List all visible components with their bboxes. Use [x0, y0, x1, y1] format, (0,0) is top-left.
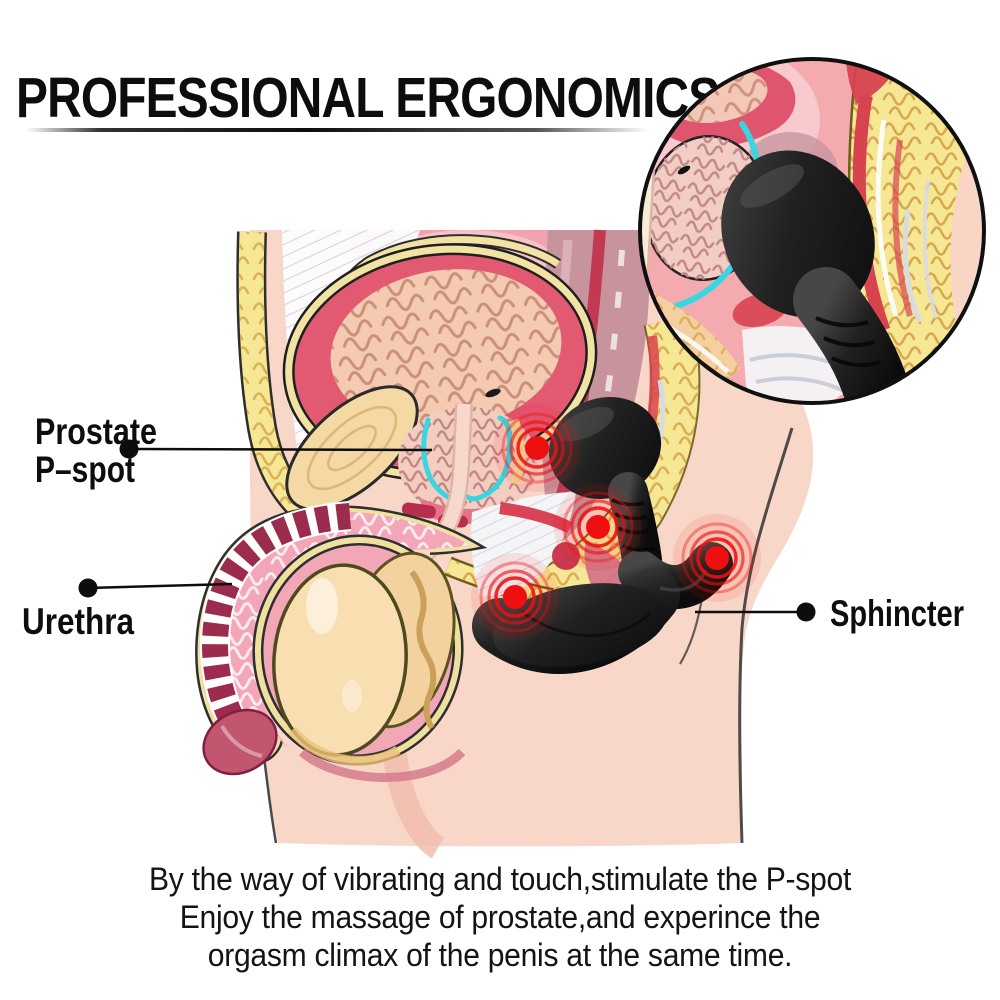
- vibration-ripple-icon: [469, 551, 561, 643]
- corpus-band-base: [200, 501, 352, 750]
- urethra-leader-line: [87, 582, 233, 590]
- prostate-label: Prostate: [35, 411, 157, 452]
- caption-line-2: Enjoy the massage of prostate,and experi…: [179, 899, 821, 935]
- fat-layer-left: [236, 231, 311, 517]
- title-divider: [26, 128, 648, 132]
- callouts: Prostate P–spot Urethra Sphincter: [22, 411, 964, 642]
- vibration-ripple-icon: [671, 512, 763, 604]
- pubic-bone: [285, 385, 419, 511]
- groin-contour-line: [262, 755, 278, 844]
- prostate-leader-line: [134, 447, 433, 452]
- urethra-label: Urethra: [22, 601, 134, 642]
- epididymis: [409, 570, 437, 730]
- vibration-ripple-icon: [552, 481, 644, 573]
- caption-line-1: By the way of vibrating and touch,stimul…: [148, 861, 852, 897]
- page-title: PROFESSIONAL ERGONOMICS: [16, 66, 720, 130]
- sphincter-label: Sphincter: [830, 593, 964, 634]
- p-spot-label: P–spot: [35, 449, 135, 490]
- glans: [202, 708, 278, 776]
- caption-text: By the way of vibrating and touch,stimul…: [30, 860, 970, 974]
- callout-dot: [796, 602, 816, 622]
- pelvis-illustration: [195, 229, 814, 859]
- scrotum: [252, 534, 466, 782]
- callout-dot: [119, 439, 139, 459]
- caption-line-3: orgasm climax of the penis at the same t…: [207, 937, 793, 973]
- inset-border: [638, 57, 986, 405]
- vibration-ripple-icon: [491, 402, 583, 494]
- callout-dot: [78, 578, 98, 598]
